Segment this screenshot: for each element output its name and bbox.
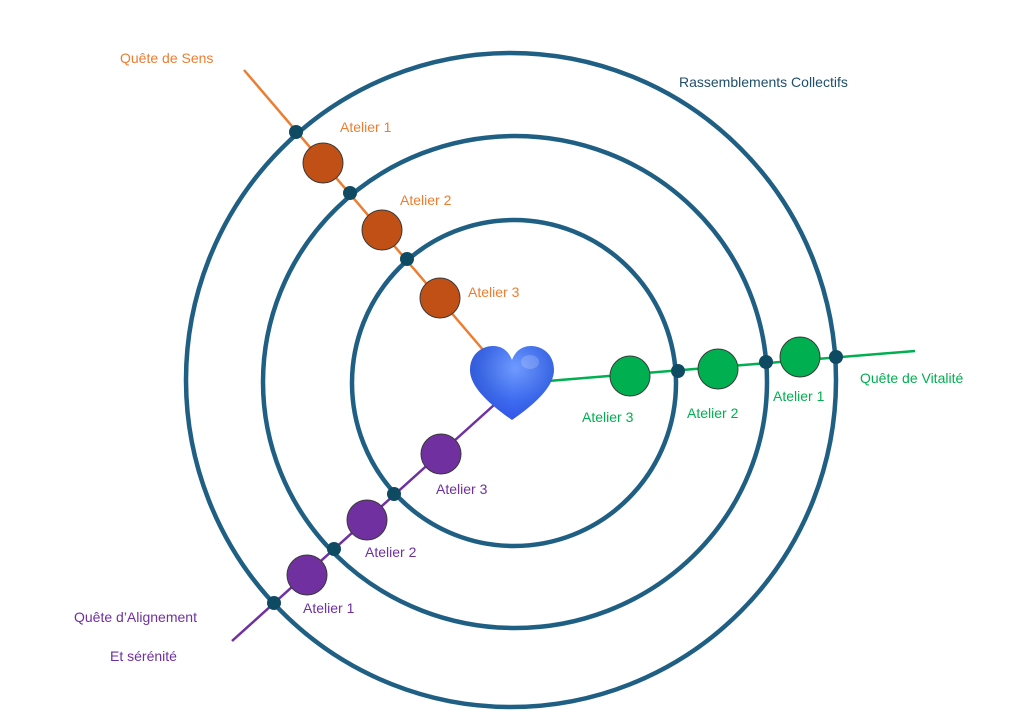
atelier-label-alignement-3: Atelier 3 xyxy=(436,481,488,497)
outer-ring xyxy=(183,50,839,710)
atelier-node-vitalite-3[interactable] xyxy=(609,355,651,397)
branch-label-alignement-line2: Et sérénité xyxy=(110,648,177,664)
ring-label-rassemblements: Rassemblements Collectifs xyxy=(679,74,848,90)
heart-icon xyxy=(470,346,554,420)
junctions xyxy=(267,125,843,610)
atelier-label-vitalite-3: Atelier 3 xyxy=(582,409,634,425)
atelier-label-sens-3: Atelier 3 xyxy=(468,284,520,300)
atelier-label-sens-2: Atelier 2 xyxy=(400,192,452,208)
junction-sens-middle xyxy=(343,186,357,200)
atelier-node-sens-3[interactable] xyxy=(419,277,461,319)
middle-ring xyxy=(260,133,770,631)
junction-vitalite-middle xyxy=(759,355,773,369)
atelier-nodes xyxy=(286,142,821,596)
junction-vitalite-inner xyxy=(671,364,685,378)
atelier-label-vitalite-1: Atelier 1 xyxy=(773,388,825,404)
junction-alignement-middle xyxy=(327,542,341,556)
rings xyxy=(183,50,839,710)
atelier-node-alignement-3[interactable] xyxy=(420,433,462,475)
atelier-node-sens-1[interactable] xyxy=(302,142,344,184)
atelier-node-vitalite-2[interactable] xyxy=(697,348,739,390)
branch-label-vitalite: Quête de Vitalité xyxy=(860,370,964,386)
junction-vitalite-outer xyxy=(829,350,843,364)
atelier-node-alignement-2[interactable] xyxy=(346,499,388,541)
atelier-node-vitalite-1[interactable] xyxy=(779,336,821,378)
junction-alignement-outer xyxy=(267,596,281,610)
branch-label-alignement-line1: Quête d’Alignement xyxy=(74,609,197,625)
branch-label-sens: Quête de Sens xyxy=(120,50,214,66)
atelier-label-alignement-2: Atelier 2 xyxy=(365,544,417,560)
junction-sens-inner xyxy=(400,252,414,266)
atelier-node-alignement-1[interactable] xyxy=(286,554,328,596)
atelier-label-alignement-1: Atelier 1 xyxy=(303,600,355,616)
atelier-node-sens-2[interactable] xyxy=(361,209,403,251)
junction-sens-outer xyxy=(289,125,303,139)
junction-alignement-inner xyxy=(387,487,401,501)
atelier-label-vitalite-2: Atelier 2 xyxy=(687,405,739,421)
atelier-label-sens-1: Atelier 1 xyxy=(340,119,392,135)
inner-ring xyxy=(349,217,679,549)
